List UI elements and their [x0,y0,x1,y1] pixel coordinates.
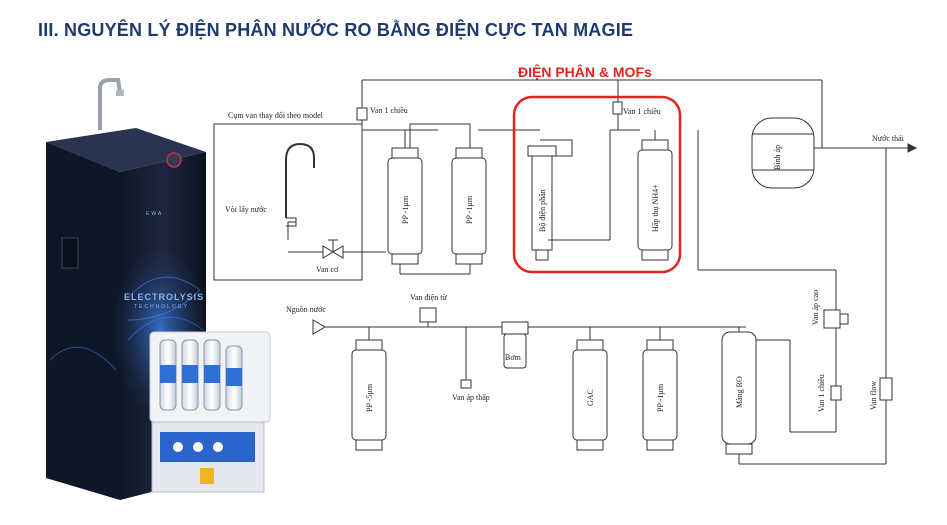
check-valve-3-icon [830,385,842,401]
flow-valve-icon [879,377,893,401]
pump-label: Bơm [505,353,522,362]
pump-unit [501,321,529,369]
ro-label: Màng RO [735,376,744,408]
pp1b-label: PP -1µm [465,195,474,224]
gac-label: GAC [586,389,595,406]
low-pressure-valve-icon [460,379,472,389]
check-valve-2-label: Van 1 chiều [623,107,661,116]
check-valve-2-icon [612,101,623,115]
pp-cartridge-1 [387,147,423,265]
manual-valve-label: Van cơ [316,265,339,274]
brand-main: ELECTROLYSIS [124,292,204,302]
pp1c-label: PP -1µm [656,383,665,412]
check-valve-1-label: Van 1 chiều [370,106,408,115]
pp1a-label: PP -1µm [401,195,410,224]
high-pressure-valve-icon [823,309,841,329]
electrolysis-unit [527,145,557,261]
source-label: Nguồn nước [286,305,326,314]
tank-label: Bình áp [773,145,782,170]
flow-valve-label: Van flow [869,381,878,410]
highlight-label: ĐIỆN PHÂN & MOFs [518,64,652,80]
pp1-cartridge-bottom [642,339,678,451]
solenoid-label: Van điện từ [410,293,447,302]
schematic [213,79,918,465]
waste-label: Nước thải [872,134,905,143]
nh4-label: Hấp thụ NH4+ [651,184,660,232]
check-valve-3-label: Van 1 chiều [817,374,826,412]
check-valve-1-icon [356,107,368,121]
product-image: ELECTROLYSIS TECHNOLOGY EWA [46,78,271,500]
gac-cartridge [572,339,608,451]
pp5-label: PP -5µm [365,383,374,412]
page-title: III. NGUYÊN LÝ ĐIỆN PHÂN NƯỚC RO BẰNG ĐI… [38,20,634,40]
pp5-cartridge [351,339,387,451]
faucet-label: Vòi lấy nước [225,205,267,214]
solenoid-valve-icon [419,307,437,323]
high-pressure-label: Van áp cao [811,290,820,325]
low-pressure-label: Van áp thấp [452,393,490,402]
pp-cartridge-2 [451,147,487,265]
electrolysis-label: Bộ điện phân [538,189,547,232]
pressure-tank [751,117,815,189]
brand-sub: TECHNOLOGY [134,304,189,310]
valve-group-label: Cụm van thay đổi theo model [228,111,324,120]
electrolysis-highlight-box [512,95,682,274]
brand-logo: EWA [146,211,163,217]
nh4-cartridge [637,139,673,261]
